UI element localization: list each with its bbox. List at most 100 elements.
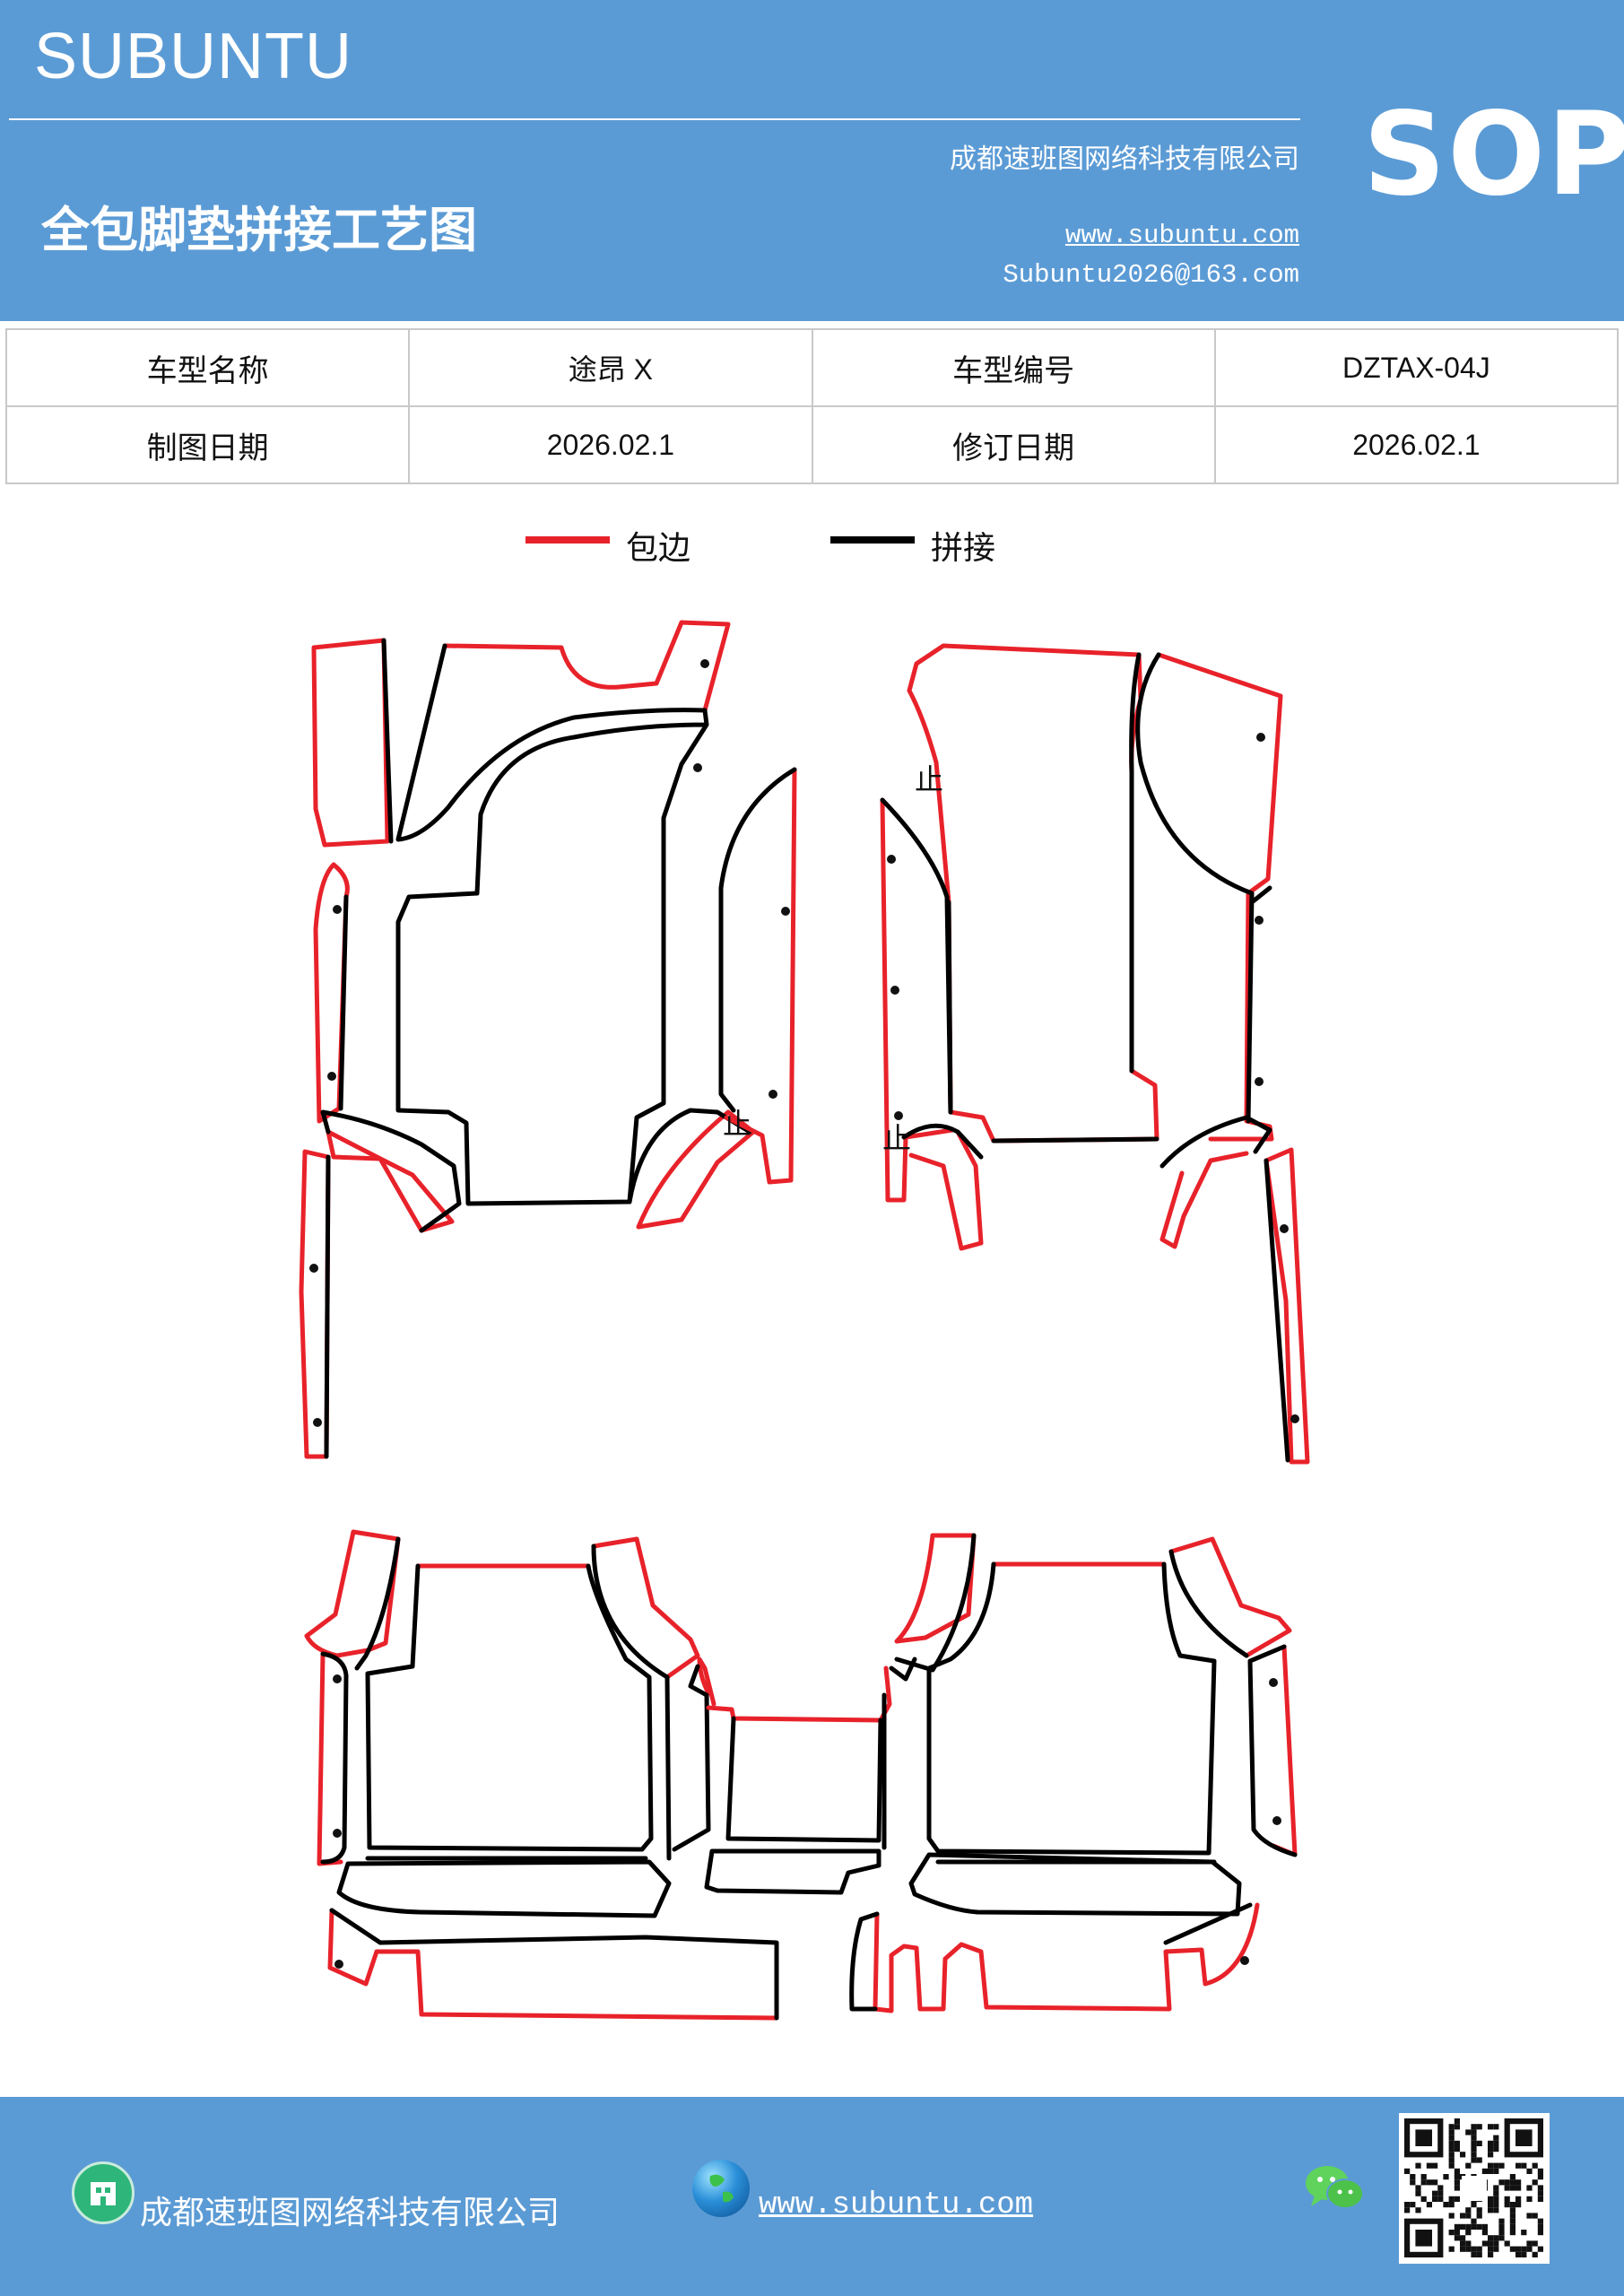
mat-piece [880, 797, 955, 1203]
position-dot [313, 1418, 322, 1427]
position-dot [1280, 1224, 1289, 1233]
mat-piece [1156, 652, 1283, 1142]
rear-right-mat-group [849, 1533, 1298, 2013]
position-dot [1290, 1414, 1299, 1423]
mat-piece [354, 1536, 401, 1671]
mat-piece [880, 797, 953, 1115]
contact-email: Subuntu2026@163.com [1003, 260, 1299, 290]
mat-piece [718, 767, 797, 1113]
footer-website-link[interactable]: www.subuntu.com [759, 2188, 1034, 2222]
mat-piece [1168, 1549, 1249, 1658]
footer-banner: 成都速班图网络科技有限公司 www.subuntu.com [0, 2097, 1624, 2296]
position-dot [1269, 1678, 1278, 1687]
mat-piece [338, 894, 349, 1111]
mat-piece [1159, 1115, 1272, 1169]
mat-piece [706, 1665, 892, 1723]
vehicle-info-table: 车型名称 途昂 X 车型编号 DZTAX-04J 制图日期 2026.02.1 … [4, 328, 1620, 484]
position-dot [333, 1674, 342, 1683]
position-dot [887, 855, 896, 864]
rear-center-mat-group [704, 1657, 917, 1895]
position-dot [1240, 1956, 1249, 1965]
mat-piece [1264, 1147, 1310, 1465]
mat-piece [311, 638, 390, 848]
mat-piece [326, 1129, 455, 1233]
position-dot [333, 1829, 342, 1838]
position-dot [333, 905, 342, 914]
mat-piece [442, 620, 731, 713]
table-cell: 修订日期 [811, 405, 1216, 484]
website-link[interactable]: www.subuntu.com [1064, 221, 1299, 250]
position-dot [327, 1072, 336, 1081]
mat-piece [627, 1108, 752, 1205]
legend-edge-label: 包边 [626, 530, 691, 567]
mat-piece [320, 1651, 349, 1865]
mat-piece [724, 767, 797, 1185]
mat-piece [946, 652, 1159, 1144]
table-cell: 制图日期 [4, 405, 411, 484]
wechat-icon[interactable] [1302, 2161, 1367, 2215]
position-dot [1272, 1816, 1281, 1825]
document-title: 全包脚垫拼接工艺图 [41, 202, 477, 258]
mat-piece [1247, 1644, 1298, 1857]
mat-piece [849, 1902, 1253, 2012]
mat-piece [313, 862, 350, 1124]
brand-name: SUBUNTU [34, 21, 353, 92]
position-dot [334, 1960, 343, 1969]
header-banner: SUBUNTU 成都速班图网络科技有限公司 全包脚垫拼接工艺图 www.subu… [0, 0, 1624, 321]
mat-piece [299, 1149, 331, 1459]
front-right-mat-group [880, 643, 1310, 1465]
mat-piece [324, 1154, 331, 1459]
mat-piece [336, 1859, 672, 1918]
mat-piece [926, 1561, 1217, 1865]
legend-seam-swatch [830, 536, 915, 544]
mat-piece [320, 1109, 462, 1233]
mat-piece [329, 1908, 779, 2021]
footer-company-name: 成都速班图网络科技有限公司 [140, 2195, 560, 2231]
position-dot [1255, 1077, 1264, 1086]
mat-piece [591, 1544, 672, 1861]
table-row: 制图日期 2026.02.1 修订日期 2026.02.1 [4, 405, 1620, 484]
table-row: 车型名称 途昂 X 车型编号 DZTAX-04J [4, 328, 1620, 407]
position-dot [1256, 733, 1265, 742]
qr-code-icon [1399, 2113, 1550, 2264]
position-dot [693, 763, 702, 772]
table-cell: 2026.02.1 [1213, 405, 1620, 484]
mat-piece [894, 1533, 977, 1644]
mat-piece [304, 1529, 401, 1658]
position-dot [781, 907, 790, 916]
table-cell: 途昂 X [408, 328, 813, 407]
rear-left-mat-group [304, 1529, 779, 2021]
mat-piece [1159, 1151, 1249, 1249]
position-dot [894, 1111, 903, 1120]
position-dot-group [309, 659, 1299, 1969]
stop-mark: 止 [882, 1121, 911, 1155]
position-dot [1255, 916, 1264, 925]
stop-mark: 止 [915, 762, 943, 796]
mat-piece [704, 1716, 883, 1895]
mat-piece [672, 1664, 711, 1852]
legend-edge-swatch [525, 536, 610, 544]
mat-piece [873, 1902, 1260, 2013]
table-cell: 车型名称 [4, 328, 411, 407]
mat-piece [365, 1563, 654, 1861]
mat-piece [327, 1908, 779, 2021]
position-dot [769, 1090, 777, 1099]
company-name: 成都速班图网络科技有限公司 [950, 144, 1299, 175]
position-dot [309, 1264, 318, 1273]
building-icon [72, 2161, 135, 2224]
front-left-mat-group [299, 620, 797, 1459]
globe-icon [692, 2160, 750, 2217]
mat-piece [697, 1657, 716, 1707]
legend-seam-label: 拼接 [931, 530, 996, 567]
mat-piece [1135, 652, 1272, 1124]
table-cell: 车型编号 [811, 328, 1216, 407]
mat-piece [1264, 1158, 1290, 1463]
mat-piece [901, 1123, 984, 1160]
table-cell: 2026.02.1 [408, 405, 813, 484]
table-cell: DZTAX-04J [1213, 328, 1620, 407]
mat-piece [908, 1129, 984, 1251]
header-divider [9, 118, 1300, 120]
position-dot [890, 986, 899, 995]
position-dot [700, 659, 709, 668]
